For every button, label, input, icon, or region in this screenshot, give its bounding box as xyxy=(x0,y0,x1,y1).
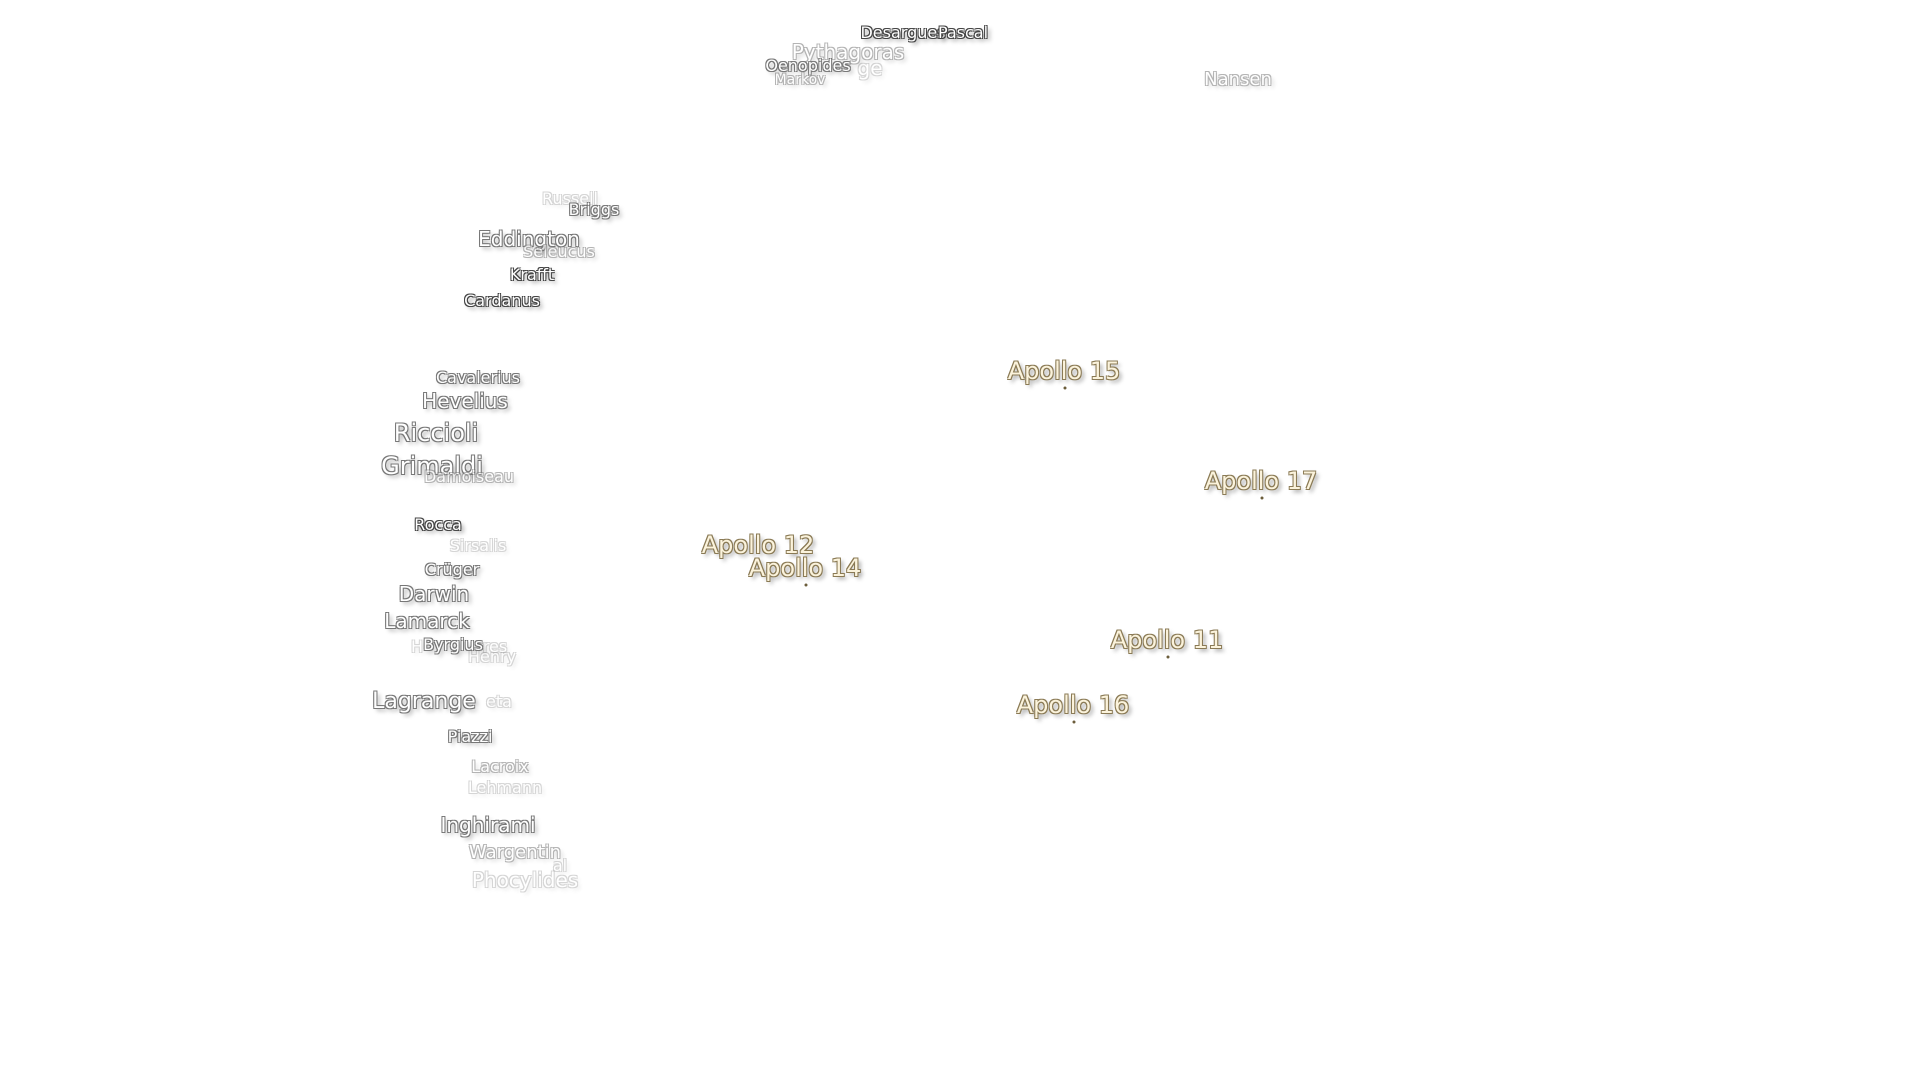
crater-label-inghirami: Inghirami xyxy=(440,813,536,837)
crater-label-eddington: Eddington xyxy=(478,227,580,251)
crater-label-briggs: Briggs xyxy=(568,200,620,219)
crater-label-lamarck: Lamarck xyxy=(384,609,470,633)
crater-label-pascal: Pascal xyxy=(937,23,989,42)
crater-label-phocylides: Phocylides xyxy=(471,868,579,892)
crater-label-krafft: Krafft xyxy=(509,265,555,284)
crater-label-partial-h: H xyxy=(410,637,424,656)
apollo-17-label[interactable]: Apollo 17 xyxy=(1204,467,1318,495)
crater-label-hevelius: Hevelius xyxy=(422,389,508,413)
crater-label-markov: Markov xyxy=(774,72,826,88)
crater-label-oenopides: Oenopides xyxy=(765,56,851,75)
crater-label-partial-eta: eta xyxy=(486,692,512,711)
crater-label-damoiseau: Damoiseau xyxy=(423,467,515,486)
crater-label-lagrange: Lagrange xyxy=(372,689,476,714)
apollo-11-site-marker[interactable] xyxy=(1166,655,1170,659)
crater-label-cardanus: Cardanus xyxy=(464,291,540,310)
crater-label-partial-ge: ge xyxy=(857,56,883,80)
apollo-11-label[interactable]: Apollo 11 xyxy=(1110,626,1224,654)
apollo-16-site-marker[interactable] xyxy=(1072,720,1076,724)
crater-label-pythagoras: Pythagoras xyxy=(791,40,905,64)
apollo-16-label[interactable]: Apollo 16 xyxy=(1016,691,1130,719)
crater-label-henry: Henry xyxy=(467,647,517,666)
crater-label-partial-al: al xyxy=(552,856,568,875)
crater-label-nansen: Nansen xyxy=(1204,69,1272,90)
apollo-14-site-marker[interactable] xyxy=(804,583,808,587)
crater-label-byrgius: Byrgius xyxy=(423,635,483,654)
crater-label-cruger: Crüger xyxy=(424,560,480,579)
crater-label-russell: Russell xyxy=(542,189,598,208)
apollo-12-label[interactable]: Apollo 12 xyxy=(701,531,815,559)
crater-label-lehmann: Lehmann xyxy=(467,778,543,797)
apollo-15-site-marker[interactable] xyxy=(1063,386,1067,390)
apollo-17-site-marker[interactable] xyxy=(1260,496,1264,500)
crater-label-cavalerius: Cavalerius xyxy=(435,368,521,387)
crater-label-sirsalis: Sirsalis xyxy=(449,536,507,555)
crater-label-grimaldi: Grimaldi xyxy=(381,452,483,480)
crater-label-desargues: Desargues xyxy=(860,23,946,42)
apollo-15-label[interactable]: Apollo 15 xyxy=(1007,357,1121,385)
crater-label-lacroix: Lacroix xyxy=(471,757,529,776)
crater-label-wargentin: Wargentin xyxy=(468,842,562,863)
crater-label-rocca: Rocca xyxy=(414,515,462,534)
crater-label-seleucus: Seleucus xyxy=(523,242,595,261)
crater-label-piazzi: Piazzi xyxy=(447,727,493,746)
apollo-14-label[interactable]: Apollo 14 xyxy=(748,554,862,582)
crater-label-partial-res: res xyxy=(482,637,508,656)
crater-label-riccioli: Riccioli xyxy=(393,419,479,447)
crater-label-darwin: Darwin xyxy=(398,582,470,606)
